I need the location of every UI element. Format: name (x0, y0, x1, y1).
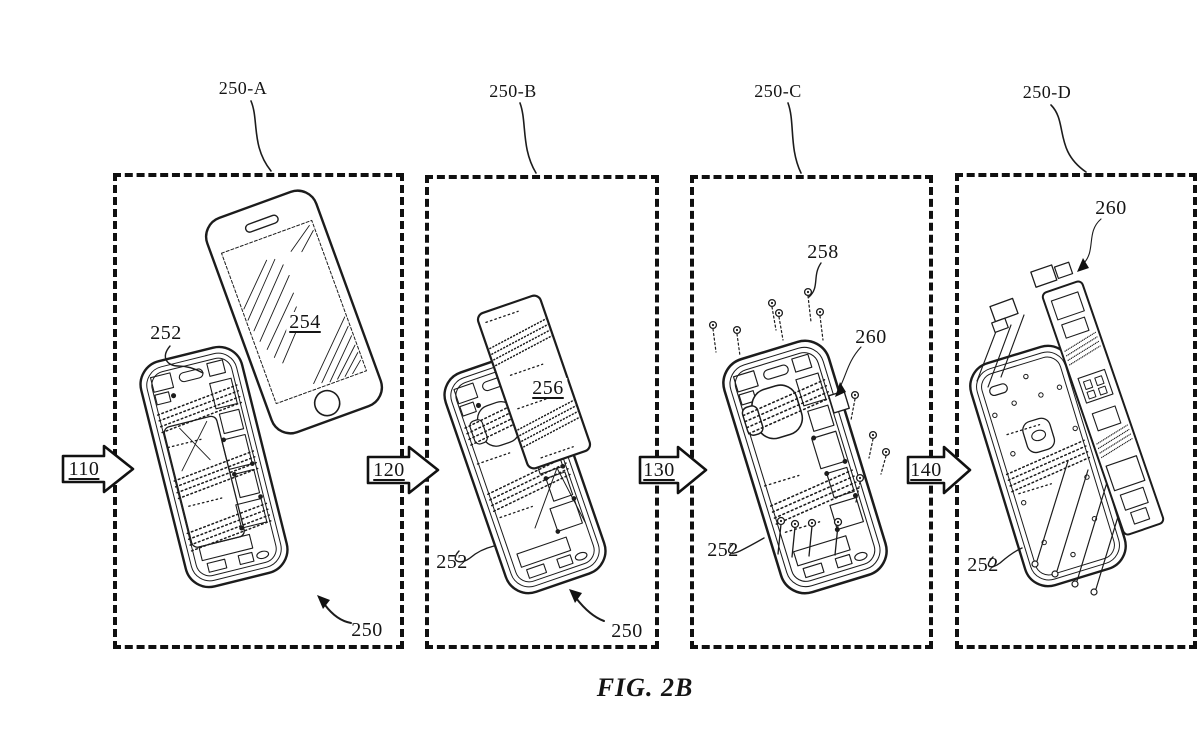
step-label-120: 120 (373, 459, 405, 481)
leader-252-b (454, 545, 495, 563)
battery-in-housing (163, 415, 245, 548)
leader-title-250-b (519, 102, 537, 174)
leader-title-250-a (250, 100, 272, 172)
step-label-140: 140 (910, 459, 942, 481)
arrowhead-260-d (1077, 258, 1089, 272)
ref-260-c: 260 (855, 326, 887, 348)
device-housing-252-a (134, 340, 294, 594)
leader-252-d (987, 547, 1023, 568)
step-label-110: 110 (68, 458, 100, 480)
panel-title-250-c: 250-C (754, 81, 802, 101)
long-screws-d (1031, 460, 1128, 596)
leader-title-250-d (1050, 104, 1087, 173)
leader-250-a (324, 604, 352, 624)
step-arrow-140 (906, 445, 972, 495)
panel-title-250-b: 250-B (489, 81, 537, 101)
ref-250-a: 250 (351, 619, 383, 641)
leader-260-c (840, 346, 862, 386)
ref-252-c: 252 (707, 539, 739, 561)
ref-256: 256 (529, 378, 567, 398)
panel-title-250-d: 250-D (1022, 82, 1072, 102)
screws-bottom-left (776, 516, 843, 558)
panel-250-a (113, 173, 404, 649)
device-housing-252-c (715, 333, 895, 601)
ref-250-b: 250 (611, 620, 643, 642)
leader-250-b (575, 597, 605, 622)
detached-parts-d (976, 297, 1025, 388)
leader-252-a (164, 345, 204, 374)
leader-258 (808, 262, 822, 298)
panel-title-250-a: 250-A (218, 78, 268, 98)
crease-lines (534, 467, 586, 529)
panel-250-b (425, 175, 659, 649)
panel-d-drawing (963, 218, 1165, 596)
panel-250-d (955, 173, 1197, 649)
leader-title-250-c (787, 102, 802, 174)
step-arrow-120 (366, 445, 440, 495)
ref-258: 258 (807, 241, 839, 263)
ref-252-d: 252 (967, 554, 999, 576)
step-arrow-110 (61, 444, 135, 494)
logic-board-260 (1030, 261, 1165, 536)
arrowhead-250-b (569, 589, 582, 603)
device-housing-252-d (963, 338, 1133, 594)
leader-252-c (727, 537, 765, 554)
ref-260-d: 260 (1095, 197, 1127, 219)
panel-c-drawing (708, 262, 895, 601)
step-arrow-130 (638, 445, 708, 495)
figure-caption: FIG. 2B (596, 673, 694, 702)
screw-shafts-dotted (712, 295, 887, 503)
panel-250-c (690, 175, 933, 649)
arrowhead-250-a (317, 595, 330, 609)
ref-252-a: 252 (150, 322, 182, 344)
step-label-130: 130 (643, 459, 675, 481)
leader-260-d (1083, 218, 1102, 264)
arrowhead-260-c (835, 382, 846, 397)
panel-a-drawing (134, 183, 389, 624)
screw-heads-258 (708, 287, 891, 483)
ref-254: 254 (286, 312, 324, 332)
ref-252-b: 252 (436, 551, 468, 573)
